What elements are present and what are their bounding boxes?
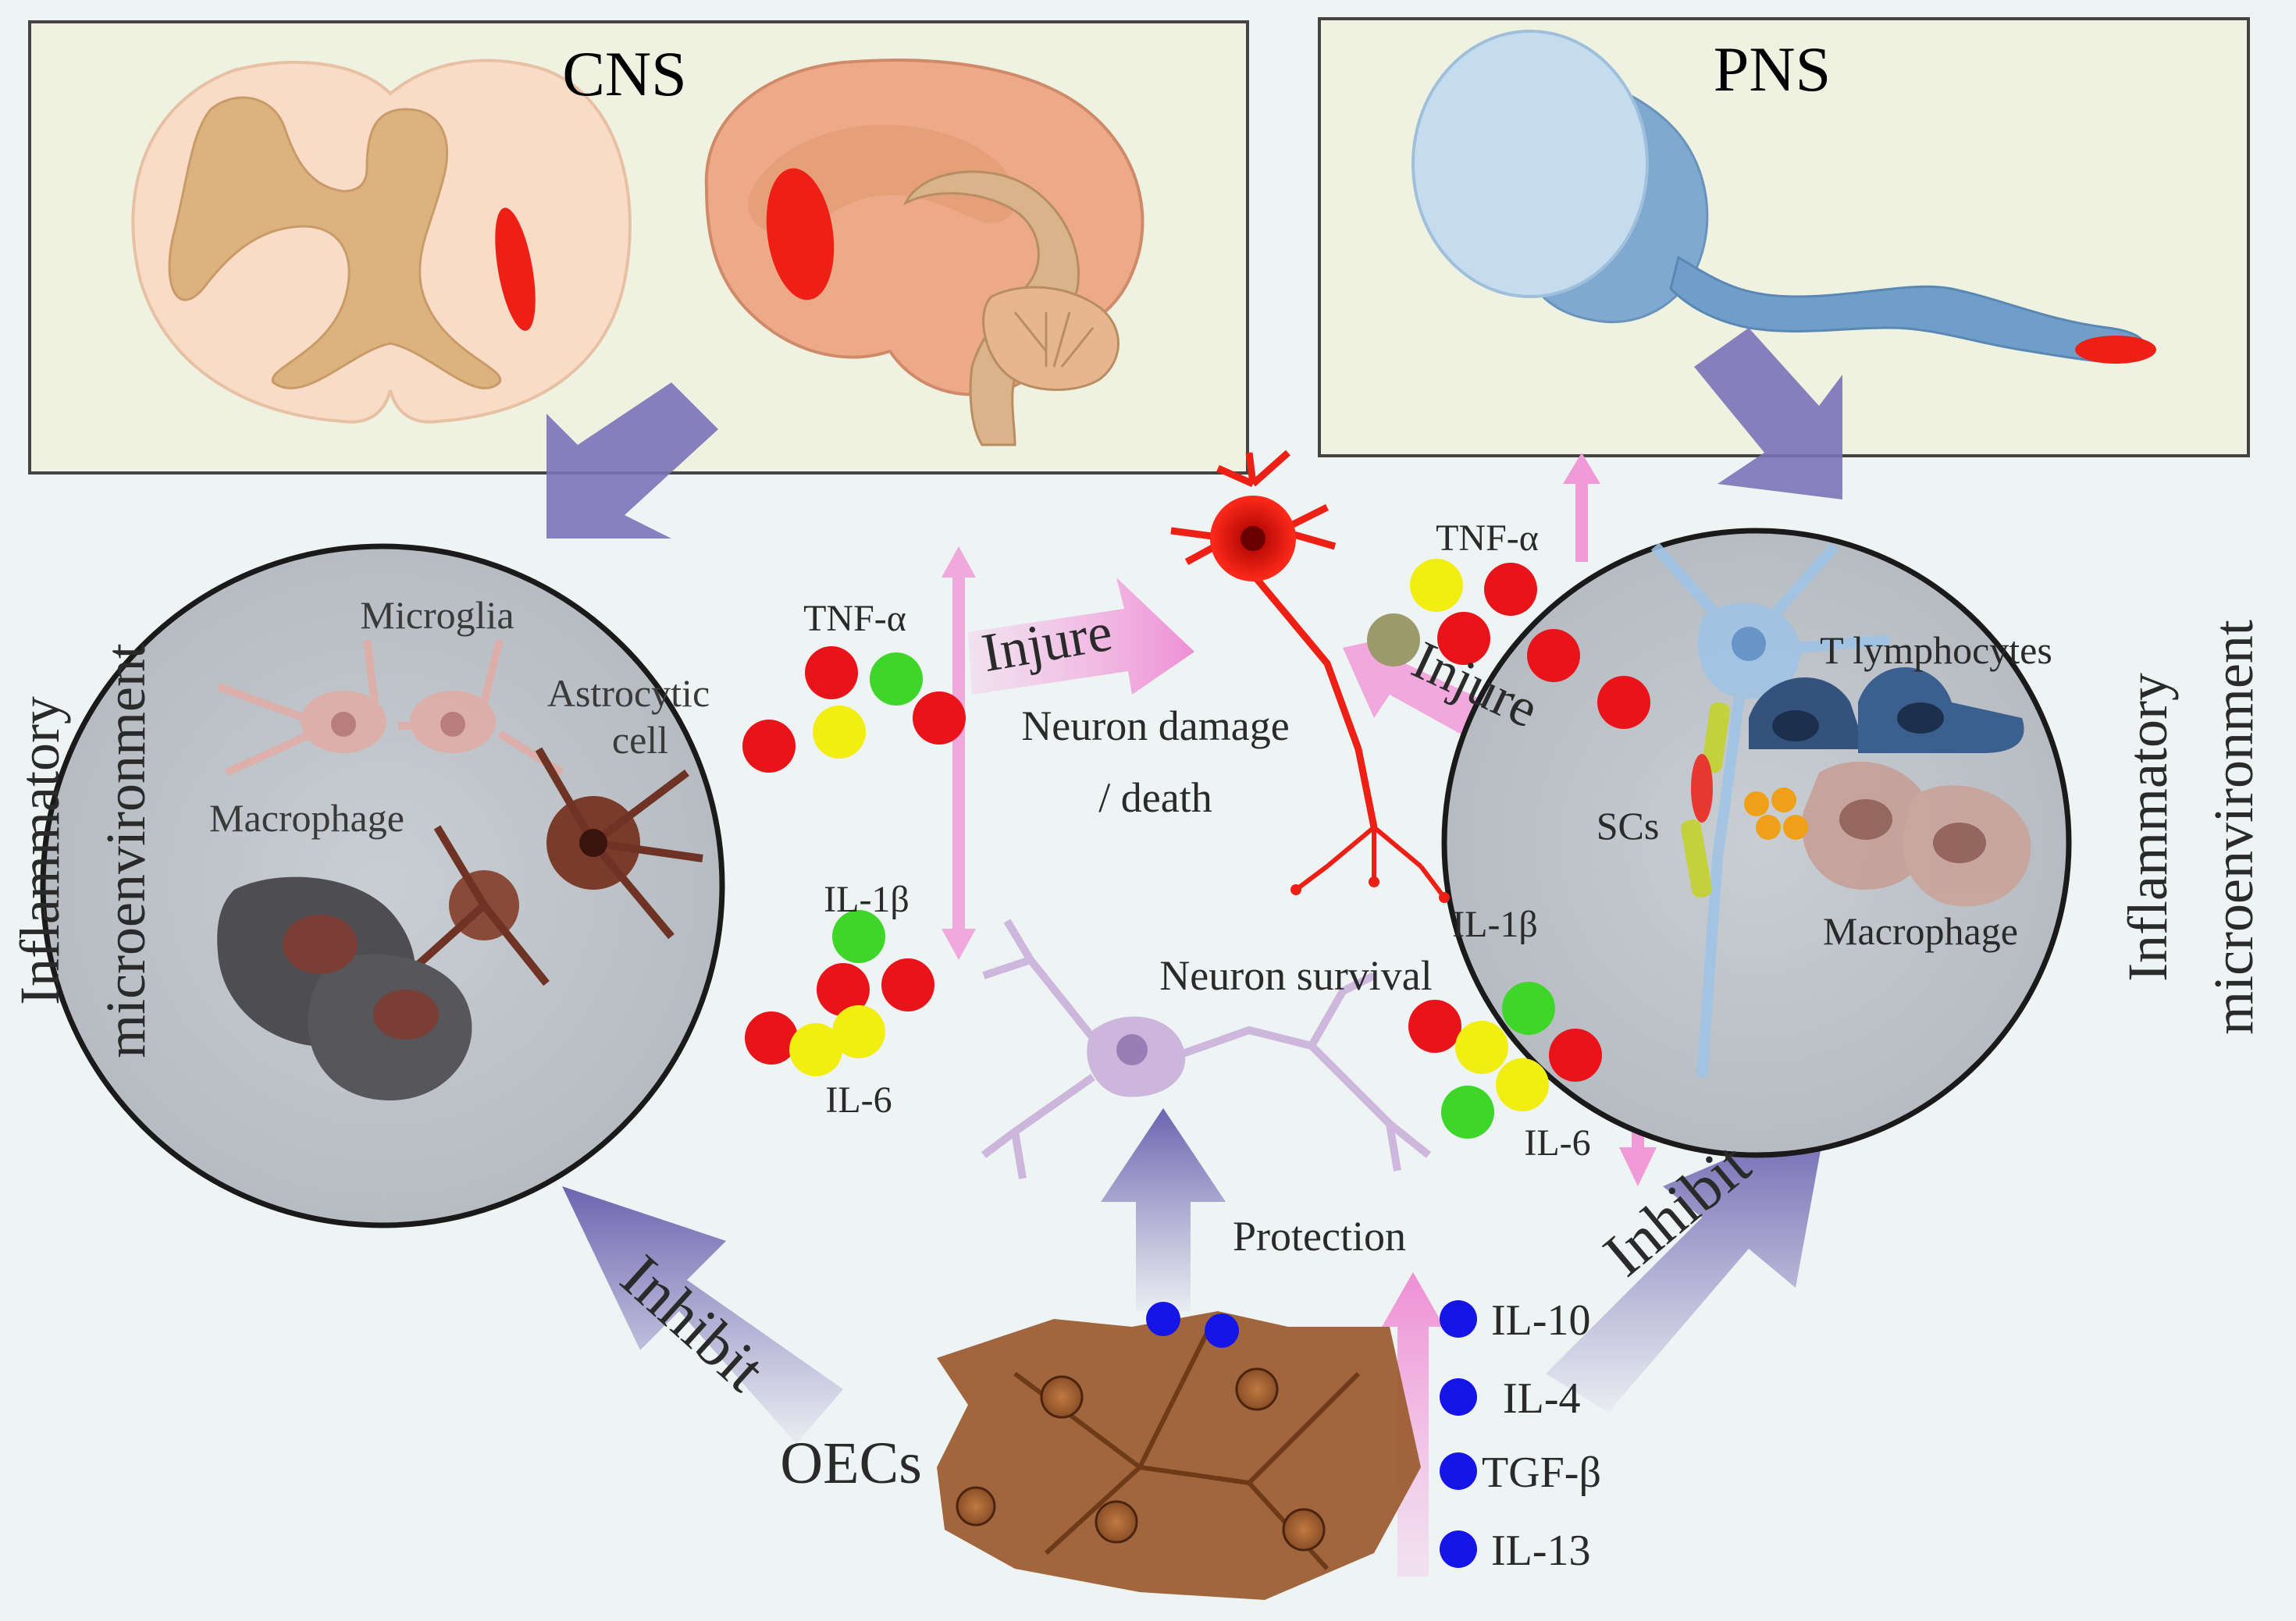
left-side-label-1: Inflammatory (9, 696, 71, 1005)
damaged-neuron (1170, 450, 1450, 903)
label-left-il1b: IL-1β (824, 879, 910, 920)
label-macrophage-right: Macrophage (1823, 909, 2018, 953)
label-il4: IL-4 (1503, 1374, 1581, 1423)
label-microglia: Microglia (360, 593, 514, 637)
cns-panel: CNS (28, 20, 1249, 475)
arrow-inhibit-right (1546, 1116, 1827, 1413)
t-lymphocyte-cells (1749, 667, 2024, 753)
cytokine-dots-left-il (745, 910, 934, 1076)
macrophage-cells (217, 876, 472, 1100)
surviving-neuron (981, 919, 1432, 1179)
label-scs: SCs (1597, 804, 1660, 848)
label-left-il6: IL-6 (825, 1079, 892, 1121)
label-left-tnf: TNF-α (803, 598, 906, 639)
label-il10: IL-10 (1491, 1296, 1591, 1345)
arrow-protection (1101, 1108, 1226, 1311)
microglia-cells (217, 638, 564, 777)
anti-inflammatory-dots (1440, 1300, 1477, 1568)
spinal-cord-cross-section (131, 59, 632, 424)
arrow-cns-to-circle (546, 382, 718, 539)
label-right-il6: IL-6 (1524, 1122, 1590, 1164)
arrow-injure-left (968, 578, 1194, 695)
macrophage-cells-right (1802, 761, 2031, 907)
cytokine-dots-right-il (1408, 982, 1602, 1139)
label-astrocytic-1: Astrocytic (547, 671, 710, 715)
arrow-pns-to-circle (1694, 328, 1842, 499)
right-side-label-2: microenvironment (2202, 620, 2265, 1035)
cytokine-dots-right-tnf (1367, 559, 1650, 729)
arrow-inhibit-left (562, 1186, 843, 1444)
pink-double-arrow-left (942, 546, 976, 960)
label-astrocytic-2: cell (612, 718, 668, 762)
pink-up-arrow-pns (1563, 453, 1600, 562)
schwann-neuron (1650, 542, 1890, 1078)
cytokine-dots-left-tnf (742, 646, 966, 773)
cns-title: CNS (562, 38, 687, 109)
left-side-label-2: microenvironment (94, 643, 157, 1058)
oec-cells (937, 1302, 1421, 1600)
pns-title: PNS (1714, 34, 1831, 105)
peripheral-neuron (1411, 30, 2156, 364)
label-tgfb: TGF-β (1482, 1449, 1601, 1497)
label-right-il1b: IL-1β (1452, 904, 1538, 945)
label-neuron-death: / death (1098, 774, 1212, 821)
right-inflammatory-circle (1441, 528, 2072, 1158)
astrocyte-cells (403, 747, 703, 986)
right-side-label-1: Inflammatory (2116, 673, 2179, 982)
brain-sagittal (704, 59, 1144, 446)
label-t-lymphocytes: T lymphocytes (1820, 628, 2052, 672)
left-inflammatory-circle (40, 543, 725, 1228)
label-right-tnf: TNF-α (1436, 517, 1539, 559)
label-neuron-damage: Neuron damage (1021, 702, 1289, 749)
label-oecs: OECs (780, 1431, 922, 1496)
cytokine-granules (1744, 787, 1808, 840)
label-protection: Protection (1233, 1213, 1406, 1260)
label-il13: IL-13 (1491, 1527, 1591, 1575)
label-neuron-survival: Neuron survival (1159, 952, 1432, 999)
label-macrophage-left: Macrophage (209, 796, 404, 840)
